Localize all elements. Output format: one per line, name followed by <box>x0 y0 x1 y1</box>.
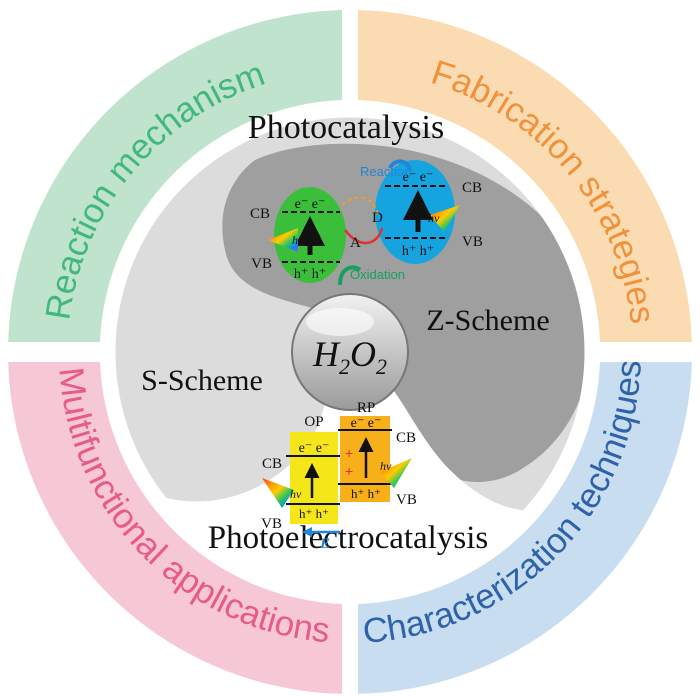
s-scheme-diagram: OP e⁻ e⁻ h⁺ h⁺ CB VB hv RP e⁻ e⁻ h⁺ h⁺ C… <box>261 400 417 552</box>
center-h2o2-ball[interactable]: H2O2 <box>291 293 409 411</box>
s-rp-light-icon <box>380 458 412 488</box>
h2o2-formula: H2O2 <box>312 334 387 379</box>
z-right-hv: hv <box>428 211 440 225</box>
s-rp-label: RP <box>357 400 375 416</box>
s-rp-vb: VB <box>396 492 417 508</box>
s-op-holes: h⁺ h⁺ <box>299 506 329 521</box>
s-rp-holes: h⁺ h⁺ <box>351 486 381 501</box>
z-acceptor: A <box>350 235 361 251</box>
z-left-cb: CB <box>250 206 270 222</box>
z-reaction-label: Reaction <box>360 164 411 179</box>
z-right-cb: CB <box>462 180 482 196</box>
s-rp-electrons: e⁻ e⁻ <box>351 416 382 431</box>
z-left-electrons: e⁻ e⁻ <box>295 197 326 212</box>
s-op-light-icon <box>262 478 294 508</box>
title-photoelectrocatalysis: Photoelectrocatalysis <box>208 520 488 556</box>
label-s-scheme: S-Scheme <box>141 364 263 397</box>
label-z-scheme: Z-Scheme <box>426 304 549 337</box>
z-left-light-icon <box>268 228 298 252</box>
s-op-label: OP <box>304 414 323 430</box>
s-rp-hv: hv <box>380 459 392 473</box>
z-left-vb: VB <box>251 256 272 272</box>
s-interface-plus-2: + <box>345 463 353 479</box>
s-op-hv: hv <box>290 487 302 501</box>
z-oxidation-label: Oxidation <box>350 267 405 282</box>
z-left-holes: h⁺ h⁺ <box>294 267 326 282</box>
z-scheme-diagram: e⁻ e⁻ h⁺ h⁺ CB VB hv e⁻ e⁻ h⁺ h⁺ CB VB h… <box>250 159 483 286</box>
s-op-block <box>290 432 338 524</box>
s-field-label: E <box>319 536 330 552</box>
title-photocatalysis: Photocatalysis <box>248 109 444 146</box>
s-op-vb: VB <box>261 516 282 532</box>
s-op-cb: CB <box>262 456 282 472</box>
z-donor: D <box>372 210 383 226</box>
s-op-electrons: e⁻ e⁻ <box>299 441 330 456</box>
z-right-vb: VB <box>462 234 483 250</box>
z-right-light-icon <box>430 205 460 232</box>
z-right-electrons: e⁻ e⁻ <box>403 170 434 185</box>
s-rp-cb: CB <box>396 430 416 446</box>
s-interface-plus: + <box>345 445 353 461</box>
z-right-holes: h⁺ h⁺ <box>402 244 434 259</box>
z-left-hv: hv <box>292 233 304 247</box>
